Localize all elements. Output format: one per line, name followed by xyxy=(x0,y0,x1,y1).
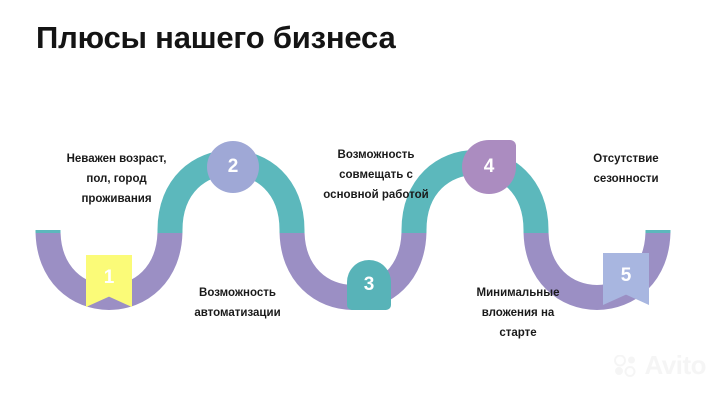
step-2-caption: Возможность автоматизации xyxy=(194,287,281,319)
step-3-marker: 3 xyxy=(347,260,391,310)
step-1-caption: Неважен возраст, пол, город проживания xyxy=(66,153,167,205)
step-4-marker: 4 xyxy=(462,140,516,194)
step-1-marker: 1 xyxy=(86,255,132,307)
page-title: Плюсы нашего бизнеса xyxy=(36,20,396,55)
step-1-number: 1 xyxy=(103,267,115,288)
step-5-number: 5 xyxy=(620,265,632,286)
step-5-marker: 5 xyxy=(603,253,649,305)
avito-watermark-text: Avito xyxy=(644,350,706,380)
step-3-caption: Возможность совмещать с основной работой xyxy=(323,149,429,201)
step-4-number: 4 xyxy=(483,156,495,177)
step-3-number: 3 xyxy=(363,274,375,295)
step-2-marker: 2 xyxy=(207,141,259,193)
step-2-number: 2 xyxy=(227,156,239,177)
avito-watermark: Avito xyxy=(613,350,706,381)
avito-dots-icon xyxy=(614,354,636,377)
step-4-caption: Минимальные вложения на старте xyxy=(476,287,560,339)
step-5-caption: Отсутствие сезонности xyxy=(593,153,659,185)
